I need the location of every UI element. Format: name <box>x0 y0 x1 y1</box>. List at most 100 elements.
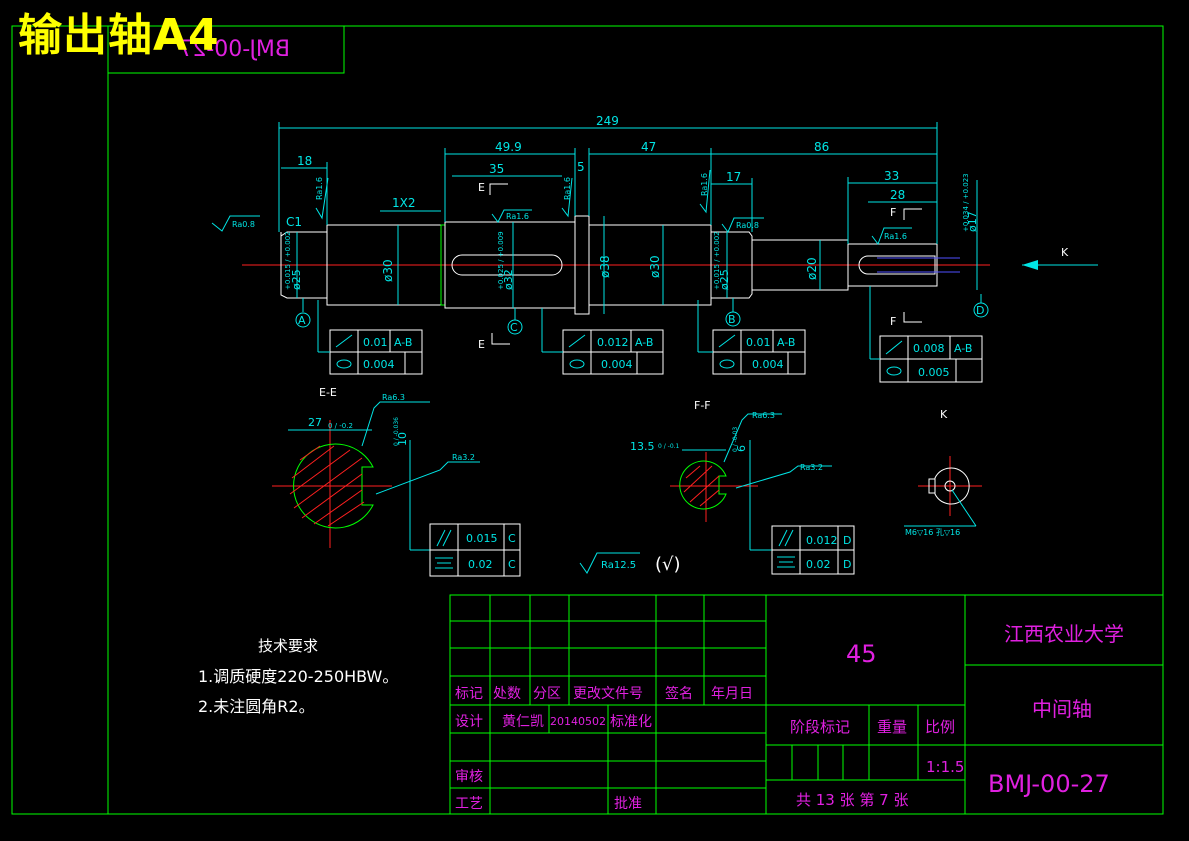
tf6-row1-ref: D <box>843 534 851 547</box>
tf5-row2-val: 0.02 <box>468 558 493 571</box>
datum-b: B <box>728 313 736 326</box>
dim-phi32-tol: +0.025 / +0.009 <box>497 231 505 290</box>
designer: 黄仁凯 <box>502 713 544 730</box>
ra08-left: Ra0.8 <box>232 220 255 229</box>
runout-icon <box>335 334 353 348</box>
dim-phi25-right-tol: +0.015 / +0.002 <box>713 231 721 290</box>
ra16-a: Ra1.6 <box>315 177 324 200</box>
shaft-main-view <box>242 215 990 315</box>
design-date: 20140502 <box>550 715 606 728</box>
section-e-top: E <box>478 181 485 194</box>
section-ee: E-E 27 0 / -0.2 10 0 / -0.036 Ra6.3 Ra3.… <box>272 386 521 577</box>
roughness-mark <box>871 227 912 246</box>
dim-33: 33 <box>884 169 899 183</box>
dim-17: 17 <box>726 170 741 184</box>
hdr-zone: 分区 <box>533 686 561 702</box>
scale-value: 1:1.5 <box>926 758 964 776</box>
tf5-row1-val: 0.015 <box>466 532 498 545</box>
hatching <box>289 445 365 527</box>
tf6-row2-val: 0.02 <box>806 558 831 571</box>
hdr-count: 处数 <box>493 686 521 702</box>
datum-circle <box>507 319 523 335</box>
ff-depth: 6 <box>735 445 748 452</box>
standardization: 标准化 <box>610 714 652 730</box>
cylindricity-icon <box>886 366 902 376</box>
ee-width: 27 <box>308 416 322 429</box>
view-k-label: K <box>1061 246 1069 259</box>
hdr-sign: 签名 <box>665 685 693 702</box>
datum-d: D <box>976 304 984 317</box>
hatching <box>683 465 720 507</box>
stage-mark: 阶段标记 <box>790 718 850 736</box>
keyway-1 <box>451 254 563 276</box>
corner-box-text: BMJ-00-27 <box>178 37 290 62</box>
center-hole <box>944 480 956 492</box>
datum-circle <box>725 311 741 327</box>
roughness-mark <box>491 209 532 223</box>
label-ff: F-F <box>694 399 711 412</box>
title-block: 45 江西农业大学 中间轴 BMJ-00-27 标记 处数 分区 更改文件号 签… <box>449 594 1164 815</box>
dim-28: 28 <box>890 188 905 202</box>
ee-ra32: Ra3.2 <box>452 453 475 462</box>
general-roughness: Ra12.5 (√) <box>579 552 681 575</box>
section-f-top: F <box>890 206 896 219</box>
dim-phi38: ø38 <box>598 255 612 278</box>
dim-35: 35 <box>489 162 504 176</box>
ee-depth: 10 <box>396 432 409 446</box>
tf4-row2-val: 0.005 <box>918 366 950 379</box>
cylindricity-icon <box>336 359 352 369</box>
tf6-row1-val: 0.012 <box>806 534 838 547</box>
dim-phi25-left-tol: +0.015 / +0.002 <box>284 231 292 290</box>
runout-icon <box>568 334 586 348</box>
tolerance-frame-4: 0.008 A-B 0.005 <box>869 286 983 383</box>
ra16-b: Ra1.6 <box>506 212 529 221</box>
runout-icon <box>885 340 903 355</box>
roughness-leader <box>735 465 832 489</box>
label-ee: E-E <box>319 386 337 399</box>
hatch-line <box>699 489 720 507</box>
section-f-bottom: F <box>890 315 896 328</box>
dim-phi30-right: ø30 <box>648 255 662 278</box>
tf3-row1-ref: A-B <box>777 336 795 349</box>
roughness-mark <box>579 552 640 574</box>
tf3-row1-val: 0.01 <box>746 336 771 349</box>
roughness-mark <box>721 217 764 233</box>
seg-phi17 <box>847 243 938 287</box>
roughness-leader <box>723 413 782 463</box>
process-label: 工艺 <box>455 796 483 812</box>
section-arrow <box>903 312 922 323</box>
design-label: 设计 <box>455 714 483 730</box>
tech-line1: 1.调质硬度220-250HBW。 <box>198 667 398 686</box>
tf5-row1-ref: C <box>508 532 516 545</box>
dim-5: 5 <box>577 160 585 174</box>
tf1-row2-val: 0.004 <box>363 358 395 371</box>
ra16-e: Ra1.6 <box>884 232 907 241</box>
leader <box>951 489 977 527</box>
parallelism-icon <box>778 529 794 547</box>
section-ff: F-F 13.5 0 / -0.1 6 0 / -0.03 Ra6.3 Ra3.… <box>630 399 855 575</box>
section-outline <box>679 460 727 510</box>
view-outline <box>934 467 970 505</box>
cylindricity-icon <box>569 359 585 369</box>
arrowhead <box>1022 260 1038 270</box>
drawing-number: BMJ-00-27 <box>988 770 1110 798</box>
hdr-doc: 更改文件号 <box>573 686 643 702</box>
section-arrow <box>903 208 922 220</box>
tolerance-frame-2: 0.012 A-B 0.004 <box>541 308 664 375</box>
ff-ra32: Ra3.2 <box>800 463 823 472</box>
symmetry-icon <box>777 556 795 568</box>
ra08-right: Ra0.8 <box>736 221 759 230</box>
roughness-symbols: Ra0.8 Ra1.6 Ra1.6 Ra1.6 Ra1.6 Ra0.8 Ra1.… <box>211 169 912 246</box>
ra16-c: Ra1.6 <box>563 177 572 200</box>
keyway-2 <box>858 255 936 275</box>
tf2-row2-val: 0.004 <box>601 358 633 371</box>
tolerance-frame-1: 0.01 A-B 0.004 <box>317 300 423 375</box>
datum-circle <box>973 302 989 318</box>
ff-ra63: Ra6.3 <box>752 411 775 420</box>
key-slot <box>928 478 936 494</box>
approve-label: 批准 <box>614 796 642 812</box>
datum-a: A <box>298 314 306 327</box>
weight-label: 重量 <box>877 718 907 736</box>
ra16-d: Ra1.6 <box>700 173 709 196</box>
